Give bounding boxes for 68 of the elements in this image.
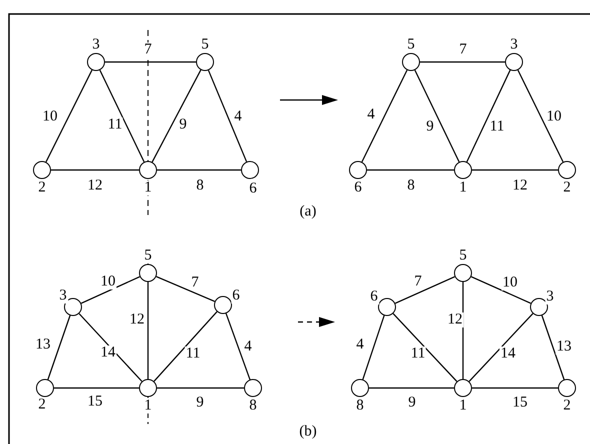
- vertex-circle: [214, 296, 232, 314]
- edge-line: [466, 70, 511, 162]
- edge-label: 7: [143, 42, 153, 58]
- edge-line: [78, 313, 142, 382]
- edge-line: [54, 387, 139, 389]
- vertex-circle: [349, 161, 367, 179]
- vertex-circle: [505, 53, 523, 71]
- vertex-circle: [64, 298, 82, 316]
- edge-line: [468, 313, 534, 382]
- vertex-circle: [454, 264, 472, 282]
- vertex-circle: [139, 161, 157, 179]
- edge-line: [420, 61, 505, 63]
- edge-line: [414, 70, 460, 162]
- vertex-circle: [244, 379, 262, 397]
- edge-line: [152, 70, 202, 162]
- vertex-circle: [530, 298, 548, 316]
- vertex-circle: [351, 379, 369, 397]
- edge-line: [45, 70, 93, 162]
- edge-line: [392, 313, 458, 382]
- edge-line: [157, 169, 241, 171]
- vertex-number: 6: [231, 288, 241, 304]
- vertex-circle: [139, 264, 157, 282]
- edge-line: [472, 169, 558, 171]
- vertex-circle: [36, 379, 54, 397]
- edge-line: [472, 387, 558, 389]
- edge-line: [517, 70, 564, 162]
- edge-line: [105, 61, 196, 63]
- edge-line: [157, 387, 244, 389]
- vertex-circle: [241, 161, 259, 179]
- vertex-circle: [196, 53, 214, 71]
- edge-label: 10: [502, 276, 518, 290]
- vertex-circle: [558, 379, 576, 397]
- edge-line: [470, 276, 532, 304]
- edge-line: [394, 276, 456, 304]
- edge-label: 12: [446, 312, 464, 328]
- vertex-circle: [139, 379, 157, 397]
- edge-line: [80, 276, 140, 304]
- edge-line: [541, 315, 565, 380]
- vertex-circle: [558, 161, 576, 179]
- edge-line: [47, 315, 71, 380]
- edge-line: [156, 276, 215, 302]
- edge-line: [367, 169, 454, 171]
- vertex-circle: [87, 53, 105, 71]
- vertex-circle: [33, 161, 51, 179]
- vertex-number: 1: [143, 398, 153, 414]
- edge-label: 13: [556, 340, 572, 354]
- edge-line: [147, 282, 149, 379]
- edge-line: [226, 313, 250, 380]
- edge-line: [362, 315, 385, 380]
- edge-line: [154, 311, 218, 382]
- edge-line: [51, 169, 139, 171]
- vertex-circle: [378, 298, 396, 316]
- edge-line: [208, 70, 248, 162]
- vertex-number: 6: [369, 290, 379, 304]
- edge-line: [369, 387, 454, 389]
- edge-line: [361, 70, 408, 162]
- edge-label: 10: [100, 274, 116, 290]
- vertex-number: 1: [143, 180, 153, 196]
- vertex-circle: [402, 53, 420, 71]
- vertex-circle: [454, 379, 472, 397]
- vertex-number: 3: [545, 290, 555, 304]
- edge-line: [99, 70, 145, 162]
- panel-label: (a): [300, 204, 316, 220]
- vertex-number: 3: [58, 288, 68, 304]
- vertex-number: 5: [143, 248, 153, 264]
- panel-label: (b): [299, 424, 317, 440]
- vertex-circle: [454, 161, 472, 179]
- edge-line: [462, 282, 464, 379]
